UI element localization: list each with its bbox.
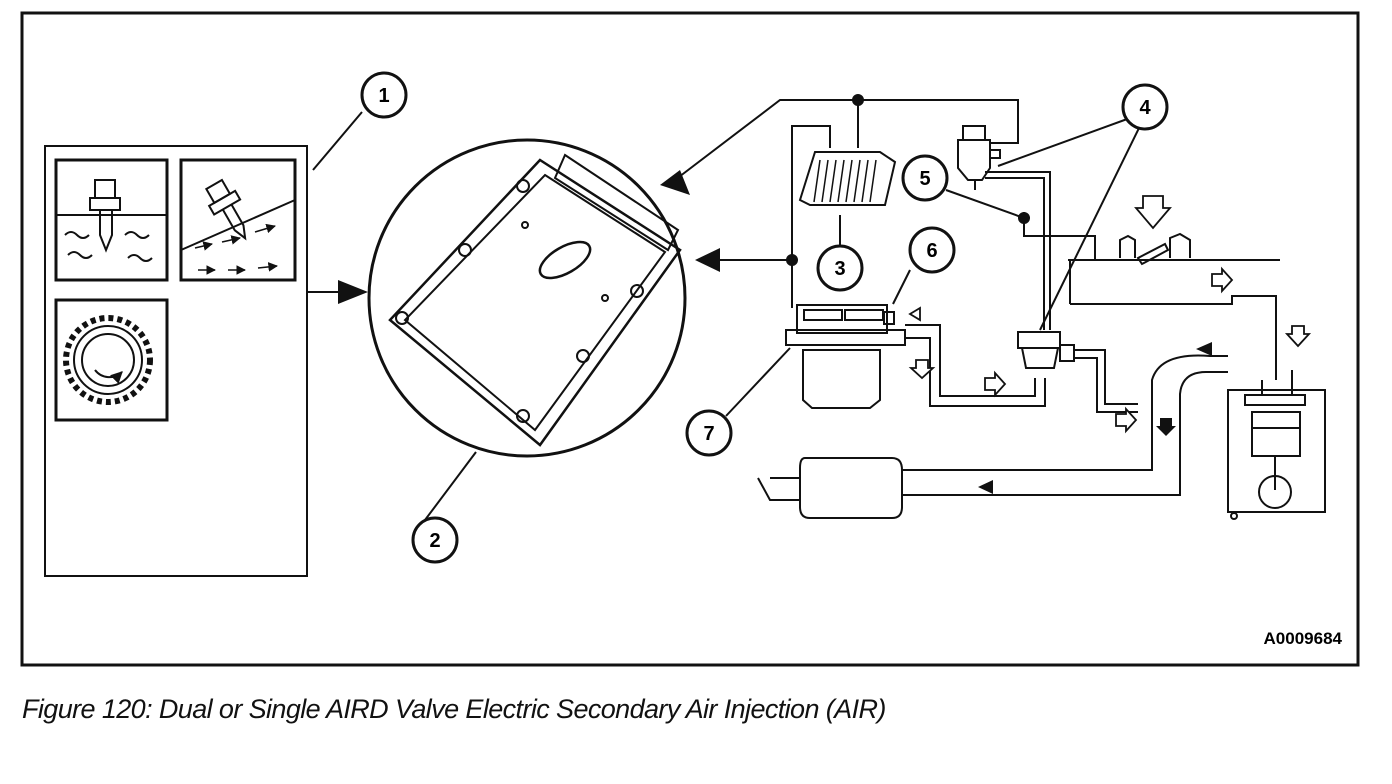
air-hose (905, 324, 1046, 407)
aird-valve-icon (957, 125, 1001, 190)
intake-air-temperature-sensor-icon (179, 158, 297, 282)
figure-frame (20, 11, 1360, 667)
hollow-flow-arrows (908, 195, 1312, 434)
svg-text:2: 2 (429, 530, 440, 552)
crankshaft-position-sensor-icon (54, 298, 169, 422)
engine-cylinder-icon (1227, 370, 1326, 520)
sensor-panel (44, 145, 308, 577)
wiring (674, 94, 1019, 308)
output-arrows (660, 170, 720, 272)
figure-id: A0009684 (1264, 629, 1343, 648)
figure-caption: Figure 120: Dual or Single AIRD Valve El… (22, 694, 886, 724)
svg-text:5: 5 (919, 168, 930, 190)
intake-duct (1068, 232, 1280, 380)
exhaust-flow-arrows (978, 342, 1212, 494)
pcm-module-icon (367, 138, 687, 458)
svg-text:6: 6 (926, 240, 937, 262)
svg-text:1: 1 (378, 85, 389, 107)
callout-4: 4 (1121, 83, 1169, 131)
callout-7: 7 (685, 409, 733, 457)
svg-text:3: 3 (834, 258, 845, 280)
air-pump-icon (785, 304, 906, 409)
callout-6: 6 (908, 226, 956, 274)
coolant-temperature-sensor-icon (54, 158, 169, 282)
check-valve-icon (1017, 331, 1138, 413)
callout-leaders (312, 111, 1141, 521)
callout-3: 3 (816, 244, 864, 292)
callout-2: 2 (411, 516, 459, 564)
svg-text:4: 4 (1139, 97, 1151, 119)
callout-5: 5 (901, 154, 949, 202)
vacuum-lines (985, 171, 1096, 330)
relay-icon (798, 151, 897, 206)
callout-1: 1 (360, 71, 408, 119)
exhaust-pipe (757, 354, 1228, 501)
input-arrow (307, 280, 368, 304)
svg-text:7: 7 (703, 423, 714, 445)
exhaust-muffler-icon (799, 457, 903, 519)
